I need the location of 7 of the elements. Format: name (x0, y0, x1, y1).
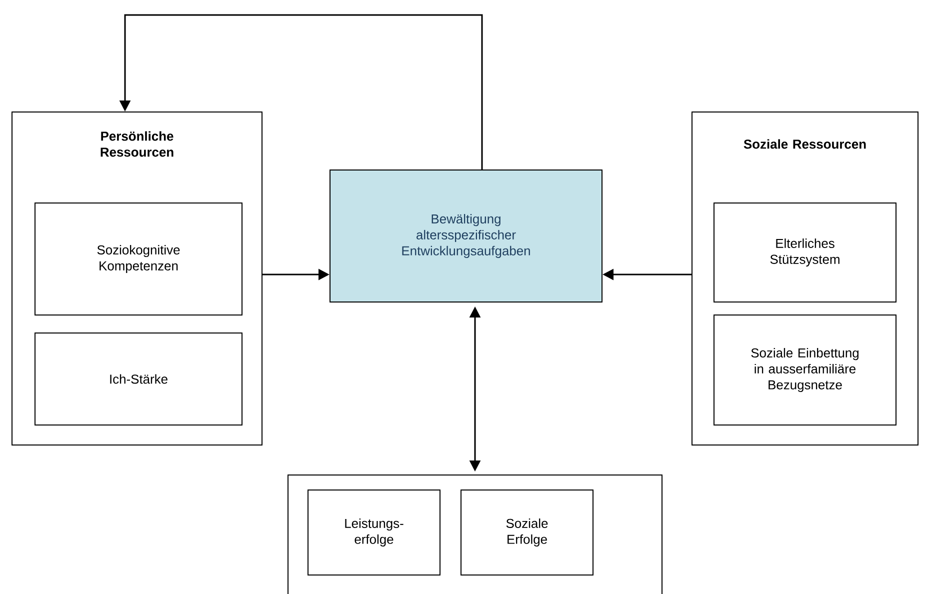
factor-box: Ich-Stärke (34, 332, 242, 426)
process-box: Bewältigung altersspezifischer Entwicklungsaufgaben (330, 170, 602, 302)
factor-box: Elterliches Stützsystem (714, 202, 896, 302)
factor-box: Leistungs- erfolge (308, 490, 440, 576)
factor-box: Soziale Einbettung in ausserfamiliäre Bezugsnetze (714, 314, 896, 426)
factor-box: Soziokognitive Kompetenzen (34, 202, 242, 316)
factor-box: Soziale Erfolge (460, 490, 594, 576)
